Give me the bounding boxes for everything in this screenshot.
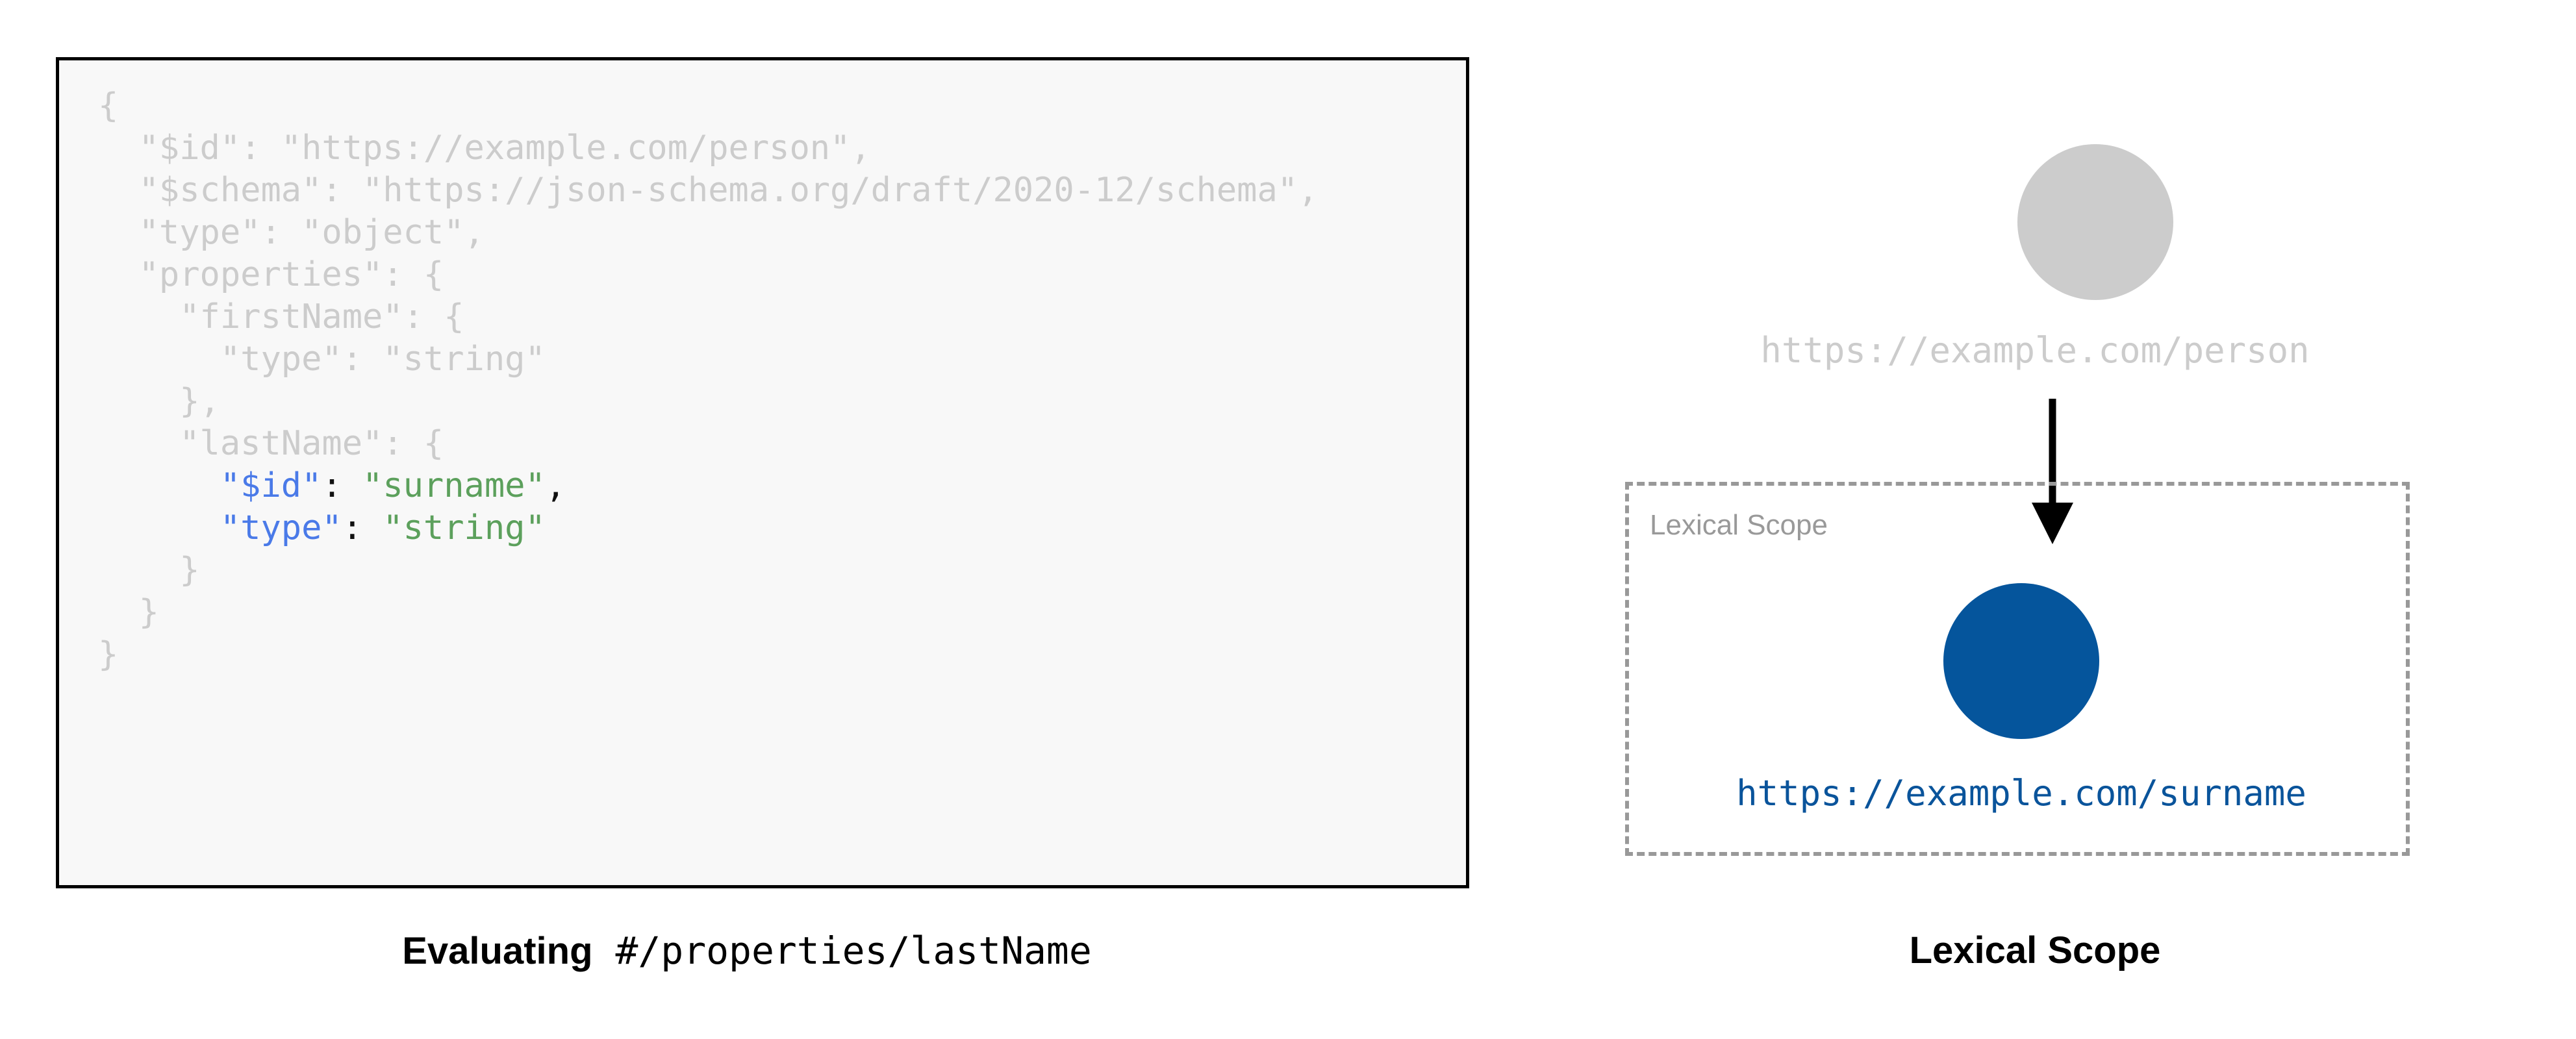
code-token-dim: "properties": { [138,255,444,294]
code-panel: { "$id": "https://example.com/person", "… [0,57,1494,973]
code-token-dim: }, [179,382,220,421]
code-line: "lastName": { [98,423,1318,465]
code-indent [98,551,179,590]
code-token-dim: } [179,551,200,590]
code-token-dim: "type": "string" [220,340,546,379]
code-indent [98,340,220,379]
code-indent [98,424,179,463]
code-line: } [98,592,1318,634]
code-line: { [98,85,1318,127]
code-line: }, [98,381,1318,423]
outer-schema-node-circle [2017,144,2173,300]
code-indent [98,466,220,505]
code-indent [98,508,220,547]
code-token-dim: { [98,86,119,125]
code-listing: { "$id": "https://example.com/person", "… [98,85,1318,676]
code-line: "$schema": "https://json-schema.org/draf… [98,169,1319,212]
code-line: } [98,549,1318,592]
outer-schema-node-label: https://example.com/person [1760,330,2310,371]
code-token-punc: , [545,466,566,505]
code-line: "type": "string" [98,507,1318,549]
code-indent [98,297,179,336]
code-indent [98,382,179,421]
code-token-dim: "type": "object", [138,213,485,252]
code-indent [98,593,139,632]
code-token-key: "$id" [220,466,322,505]
code-token-dim: "$schema": "https://json-schema.org/draf… [138,171,1319,210]
code-line: "$id": "https://example.com/person", [98,127,1318,169]
code-token-dim: "lastName": { [179,424,444,463]
code-caption-pointer: #/properties/lastName [615,929,1092,973]
code-token-punc: : [342,508,383,547]
diagram-panel-caption: Lexical Scope [1909,929,2161,971]
diagram-panel: https://example.com/person Lexical Scope… [1494,0,2576,1039]
code-line: "type": "string" [98,338,1318,381]
downward-arrow-icon [2032,399,2073,544]
code-indent [98,213,139,252]
lexical-scope-box-label: Lexical Scope [1650,509,1828,541]
lexical-scope-box: Lexical Scope https://example.com/surnam… [1625,482,2410,856]
code-line: } [98,634,1318,676]
code-block: { "$id": "https://example.com/person", "… [56,57,1469,888]
code-indent [98,129,139,168]
inner-schema-node-label: https://example.com/surname [1736,773,2306,814]
code-line: "$id": "surname", [98,465,1318,507]
code-token-punc: : [322,466,363,505]
code-token-dim: } [138,593,159,632]
code-token-str: "surname" [362,466,546,505]
code-line: "firstName": { [98,296,1318,338]
code-token-dim: "$id": "https://example.com/person", [138,129,871,168]
code-token-key: "type" [220,508,342,547]
code-line: "type": "object", [98,212,1318,254]
code-indent [98,171,139,210]
inner-schema-node-circle [1943,583,2099,739]
code-token-str: "string" [383,508,546,547]
code-token-dim: "firstName": { [179,297,464,336]
code-token-dim: } [98,635,119,674]
code-caption-bold: Evaluating [402,930,593,972]
code-indent [98,255,139,294]
code-line: "properties": { [98,254,1318,296]
code-panel-caption: Evaluating #/properties/lastName [0,929,1494,973]
